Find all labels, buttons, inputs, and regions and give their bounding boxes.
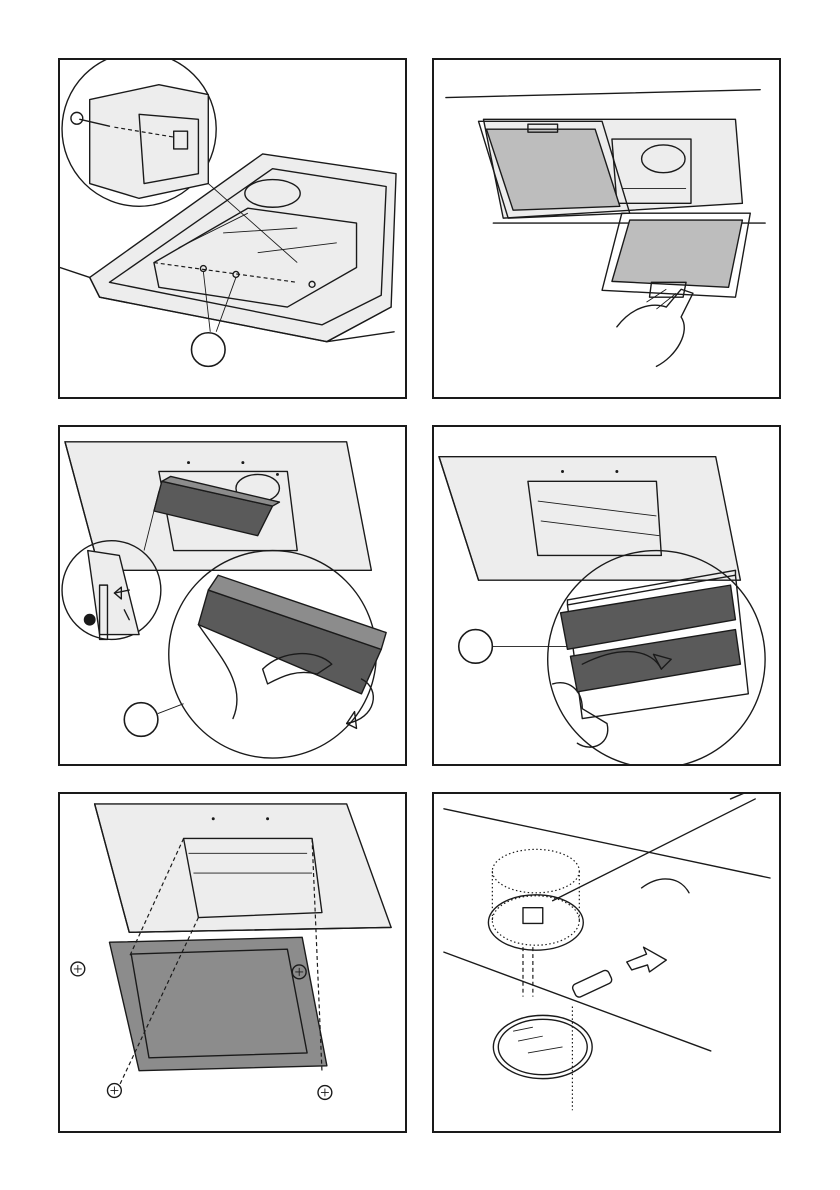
screw-bottom-right: [318, 1086, 332, 1100]
callout-circle: [459, 630, 493, 664]
frame-screws-illustration: [60, 794, 405, 1131]
push-arrow: [627, 947, 667, 972]
panel-fit-filter-frame: [432, 425, 781, 766]
filter-frame-illustration: [434, 427, 779, 764]
screwdriver: [553, 799, 756, 901]
filter-frame: [109, 937, 326, 1070]
panel-replace-lamp: [432, 792, 781, 1133]
panel-fix-frame-screws: [58, 792, 407, 1133]
screw-bottom-left: [107, 1084, 121, 1098]
panel-remove-grease-filters: [432, 58, 781, 399]
bulb-socket: [523, 908, 543, 924]
lamp-housing: [488, 895, 583, 950]
panel-remove-screws: [58, 58, 407, 399]
rotate-arrow: [642, 879, 689, 893]
halogen-bulb: [571, 969, 613, 998]
lamp-replacement-illustration: [434, 794, 779, 1131]
grease-filter-illustration: [434, 60, 779, 397]
screw-top-left: [71, 962, 85, 976]
charcoal-filter-illustration: [60, 427, 405, 764]
hood-underside-illustration: [60, 60, 405, 397]
hand: [617, 289, 693, 366]
glass-cover: [493, 1015, 592, 1078]
callout-circle: [191, 333, 225, 367]
callout-circle: [124, 703, 158, 737]
panel-insert-charcoal-filter: [58, 425, 407, 766]
